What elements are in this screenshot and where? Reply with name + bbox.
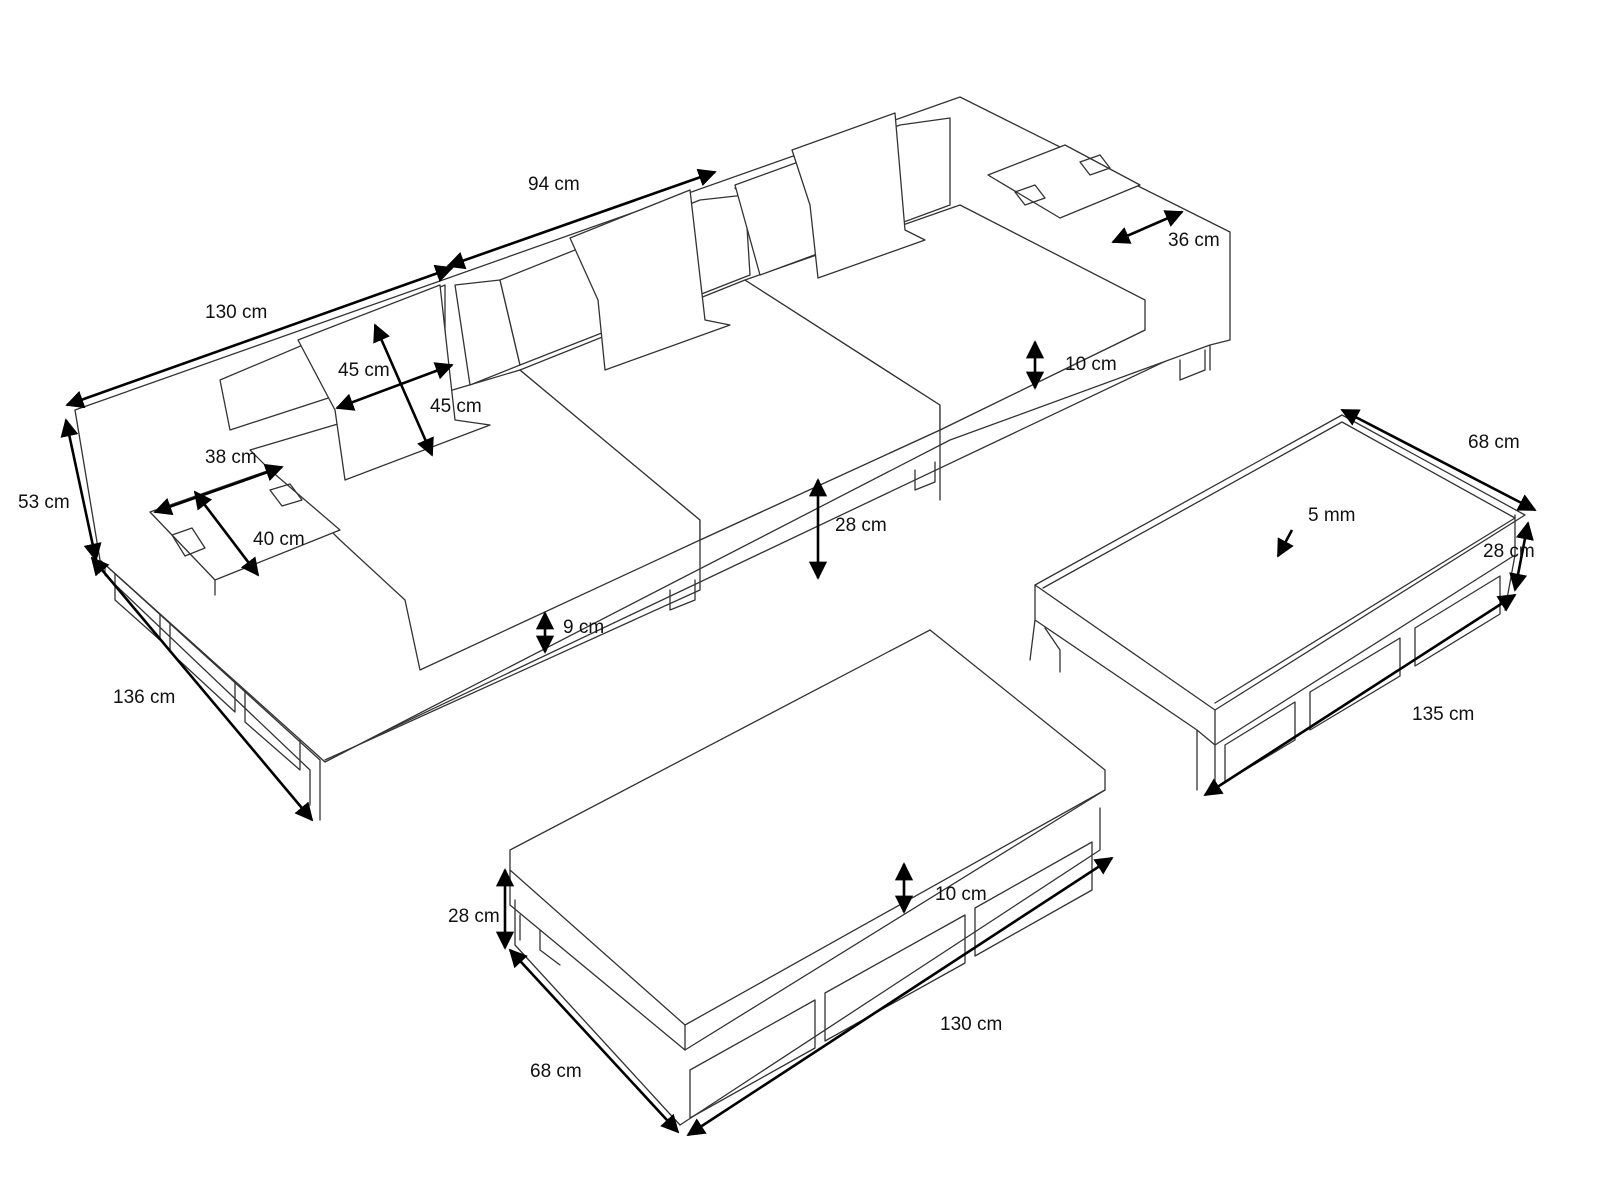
label-pillow-width: 45 cm	[338, 360, 390, 381]
dim-arrow-53	[60, 418, 102, 562]
label-cushion-thickness: 9 cm	[563, 617, 604, 638]
label-pillow-height: 45 cm	[430, 396, 482, 417]
sofa-legs	[669, 349, 1206, 611]
tray-handles-right	[1014, 154, 1111, 206]
table-top	[1034, 414, 1526, 711]
dimension-lines	[60, 168, 1537, 1137]
label-sofa-length: 130 cm	[205, 302, 267, 323]
ottoman-cushion	[509, 629, 1106, 1051]
label-seat-cushion-height: 10 cm	[1065, 354, 1117, 375]
throw-pillow-3	[791, 112, 926, 279]
ottoman	[509, 629, 1106, 1126]
label-ottoman-depth: 68 cm	[530, 1061, 582, 1082]
label-tray-width-right: 36 cm	[1168, 230, 1220, 251]
dim-arrow-94	[446, 168, 717, 270]
dim-arrow-38	[153, 463, 284, 516]
dim-arrow-130-ottoman	[686, 856, 1114, 1137]
label-middle-length: 94 cm	[528, 174, 580, 195]
dim-arrow-36	[1111, 210, 1184, 244]
dim-arrow-68-table	[1340, 408, 1537, 512]
label-tray-length: 38 cm	[205, 447, 257, 468]
label-tray-width: 40 cm	[253, 529, 305, 550]
dim-arrow-5mm	[1276, 529, 1294, 558]
dim-arrow-135	[1203, 593, 1517, 797]
dim-arrow-130-sofa	[65, 264, 454, 409]
dim-arrow-68-ottoman	[508, 948, 680, 1134]
coffee-table	[1029, 414, 1526, 791]
label-table-length: 135 cm	[1412, 704, 1474, 725]
label-chaise-depth: 136 cm	[113, 687, 175, 708]
dimension-labels: 130 cm 94 cm 36 cm 53 cm 45 cm 45 cm 38 …	[18, 174, 1535, 1082]
label-table-depth: 68 cm	[1468, 432, 1520, 453]
label-table-height: 28 cm	[1483, 541, 1535, 562]
dim-arrow-28-table	[1509, 521, 1534, 592]
dim-arrow-136	[90, 556, 314, 822]
sectional-sofa	[74, 96, 1231, 821]
dim-arrow-pillow-w	[335, 362, 454, 411]
label-ottoman-cushion: 10 cm	[935, 884, 987, 905]
label-ottoman-length: 130 cm	[940, 1014, 1002, 1035]
label-table-glass: 5 mm	[1308, 505, 1356, 526]
ottoman-frame	[514, 807, 1101, 1126]
label-seat-height: 28 cm	[835, 515, 887, 536]
side-tray-right	[987, 144, 1141, 219]
label-back-height: 53 cm	[18, 492, 70, 513]
label-ottoman-height: 28 cm	[448, 906, 500, 927]
